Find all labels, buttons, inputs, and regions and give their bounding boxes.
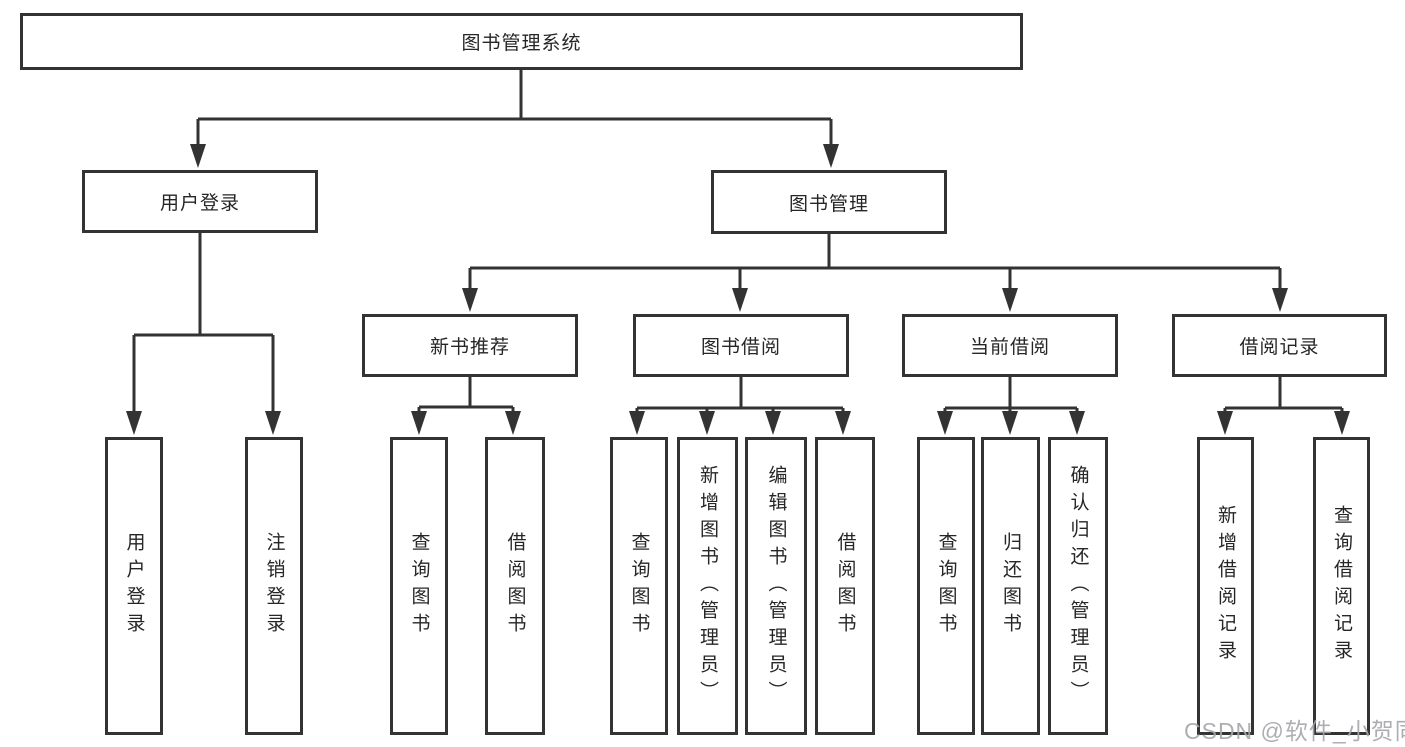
node-label: 图书借阅 [700, 337, 781, 358]
node-book-management: 图书管理 [711, 170, 947, 234]
node-label: 用户登录 [159, 193, 240, 214]
leaf-edit-book-admin: 编辑图书（管理员） [745, 437, 807, 735]
node-new-book-recommend: 新书推荐 [362, 314, 578, 377]
leaf-add-book-admin: 新增图书（管理员） [677, 437, 738, 735]
leaf-borrow-book: 借阅图书 [815, 437, 875, 735]
leaf-query-book-current: 查询图书 [917, 437, 975, 735]
node-label: 注销登录 [263, 532, 285, 640]
node-label: 查询图书 [628, 532, 650, 640]
node-user-login: 用户登录 [82, 170, 318, 233]
leaf-return-book: 归还图书 [981, 437, 1040, 735]
leaf-query-book-recommend: 查询图书 [390, 437, 448, 735]
node-label: 当前借阅 [969, 337, 1050, 358]
node-library-management-system: 图书管理系统 [20, 13, 1023, 70]
node-book-borrowing: 图书借阅 [633, 314, 849, 377]
node-label: 图书管理系统 [461, 33, 582, 54]
node-label: 新增图书（管理员） [697, 464, 718, 708]
node-label: 新增借阅记录 [1215, 505, 1236, 667]
leaf-add-borrow-record: 新增借阅记录 [1197, 437, 1254, 735]
node-label: 编辑图书（管理员） [765, 464, 787, 708]
node-label: 确认归还（管理员） [1067, 464, 1089, 708]
leaf-query-borrow-record: 查询借阅记录 [1313, 437, 1370, 735]
leaf-borrow-book-recommend: 借阅图书 [485, 437, 545, 735]
node-label: 查询借阅记录 [1331, 505, 1352, 667]
leaf-confirm-return-admin: 确认归还（管理员） [1048, 437, 1108, 735]
node-current-borrowing: 当前借阅 [902, 314, 1118, 377]
node-label: 用户登录 [123, 532, 145, 640]
node-label: 借阅记录 [1239, 337, 1320, 358]
node-label: 借阅图书 [504, 532, 526, 640]
node-label: 借阅图书 [834, 532, 856, 640]
leaf-logout: 注销登录 [245, 437, 303, 735]
node-label: 新书推荐 [429, 337, 510, 358]
csdn-watermark: CSDN @软件_小贺同学 [1184, 718, 1405, 744]
node-label: 查询图书 [408, 532, 430, 640]
leaf-query-book-borrowing: 查询图书 [610, 437, 668, 735]
node-label: 查询图书 [935, 532, 957, 640]
node-borrowing-records: 借阅记录 [1172, 314, 1387, 377]
node-label: 归还图书 [1000, 532, 1021, 640]
node-label: 图书管理 [788, 193, 869, 215]
leaf-user-login: 用户登录 [105, 437, 163, 735]
